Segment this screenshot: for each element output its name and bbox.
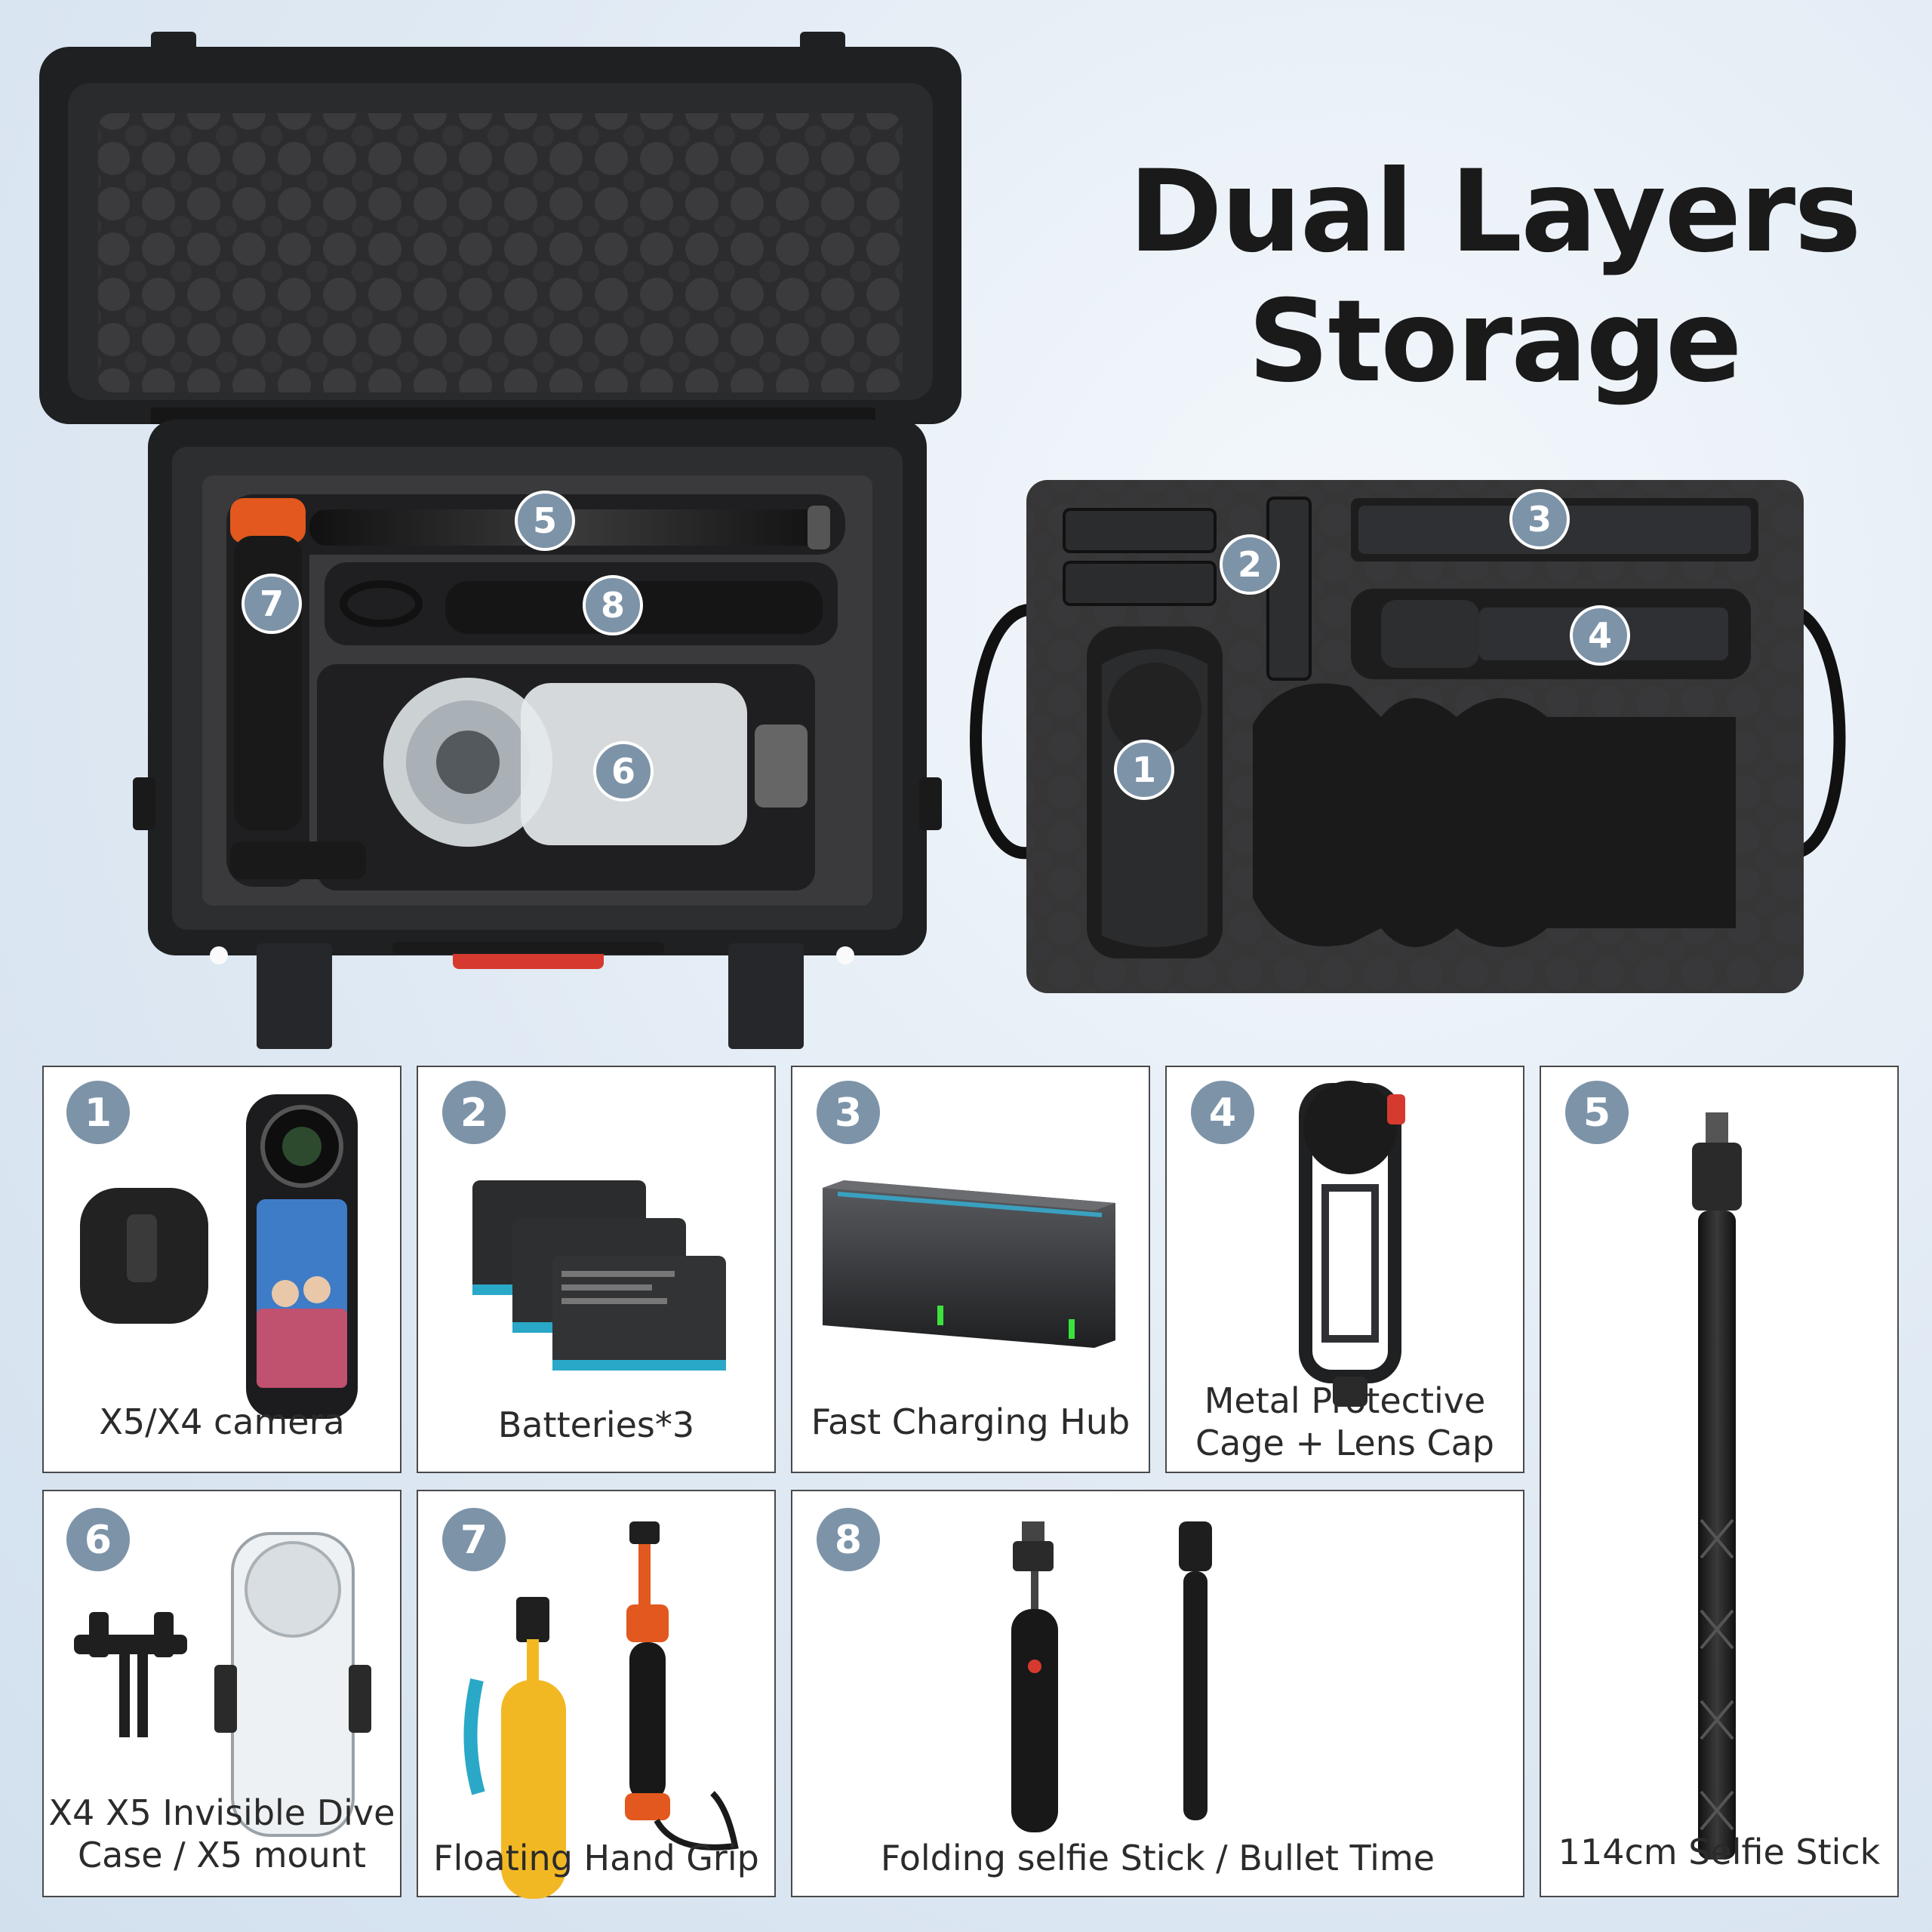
item-label: X4 X5 Invisible Dive Case / X5 mount: [48, 1792, 395, 1875]
dive-case-icon: [74, 1532, 371, 1837]
tray-callout-badge: 1: [1114, 740, 1174, 800]
item-label: Folding selfie Stick / Bullet Time: [880, 1838, 1435, 1878]
svg-text:7: 7: [260, 583, 284, 624]
case-callout-badge: 7: [242, 574, 302, 634]
item-label: Batteries*3: [497, 1404, 695, 1445]
hand-grip-icon: [463, 1521, 739, 1899]
item-label: Floating Hand Grip: [433, 1838, 759, 1878]
svg-text:8: 8: [601, 585, 625, 626]
svg-text:2: 2: [1238, 544, 1262, 585]
item-tile-camera: X5/X4 camera: [42, 1066, 401, 1473]
open-hard-case: [39, 32, 961, 1049]
cage-icon: [1299, 1081, 1405, 1407]
case-callout-badge: 6: [593, 741, 654, 801]
battery-icon: [472, 1180, 726, 1371]
tray-callout-badge: 3: [1509, 489, 1570, 549]
item-tile-cage: Metal Protective Cage + Lens Cap: [1165, 1066, 1524, 1473]
selfie-stick-icon: [1692, 1112, 1742, 1860]
item-tile-dive-case: X4 X5 Invisible Dive Case / X5 mount: [42, 1490, 401, 1897]
item-label: 114cm Selfie Stick: [1558, 1832, 1881, 1872]
case-callout-badge: 8: [583, 575, 643, 635]
tray-callout-badge: 4: [1570, 605, 1630, 666]
case-latch: [257, 943, 332, 1049]
item-tile-batteries: Batteries*3: [417, 1066, 776, 1473]
lid-foam: [98, 113, 903, 392]
charging-hub-icon: [823, 1180, 1115, 1348]
headline-line-2: Storage: [1247, 276, 1742, 408]
svg-text:4: 4: [1588, 615, 1612, 656]
svg-text:3: 3: [1527, 499, 1552, 540]
tray-rope-right: [1787, 604, 1846, 860]
item-label: Metal Protective Cage + Lens Cap: [1195, 1380, 1494, 1463]
callout-badges: 5 7 8 6 3 2 4 1: [242, 489, 1630, 801]
svg-text:6: 6: [611, 751, 635, 792]
item-tile-charging-hub: Fast Charging Hub: [791, 1066, 1150, 1473]
case-latch: [728, 943, 804, 1049]
camera-icon: [80, 1094, 358, 1419]
headline: Dual Layers Storage: [1094, 147, 1894, 407]
tray-rope-left: [970, 604, 1029, 860]
case-callout-badge: 5: [515, 491, 575, 551]
svg-text:1: 1: [1132, 749, 1156, 790]
item-tile-selfie-stick: 114cm Selfie Stick: [1540, 1066, 1899, 1897]
item-tile-tripod: Folding selfie Stick / Bullet Time: [791, 1490, 1524, 1897]
foam-tray: [970, 480, 1846, 993]
headline-line-1: Dual Layers: [1128, 146, 1861, 278]
tripod-icon: [1011, 1521, 1212, 1832]
svg-text:5: 5: [533, 500, 557, 541]
item-label: Fast Charging Hub: [811, 1401, 1131, 1442]
item-tile-hand-grip: Floating Hand Grip: [417, 1490, 776, 1899]
item-label: X5/X4 camera: [99, 1401, 345, 1442]
tray-callout-badge: 2: [1220, 534, 1280, 595]
